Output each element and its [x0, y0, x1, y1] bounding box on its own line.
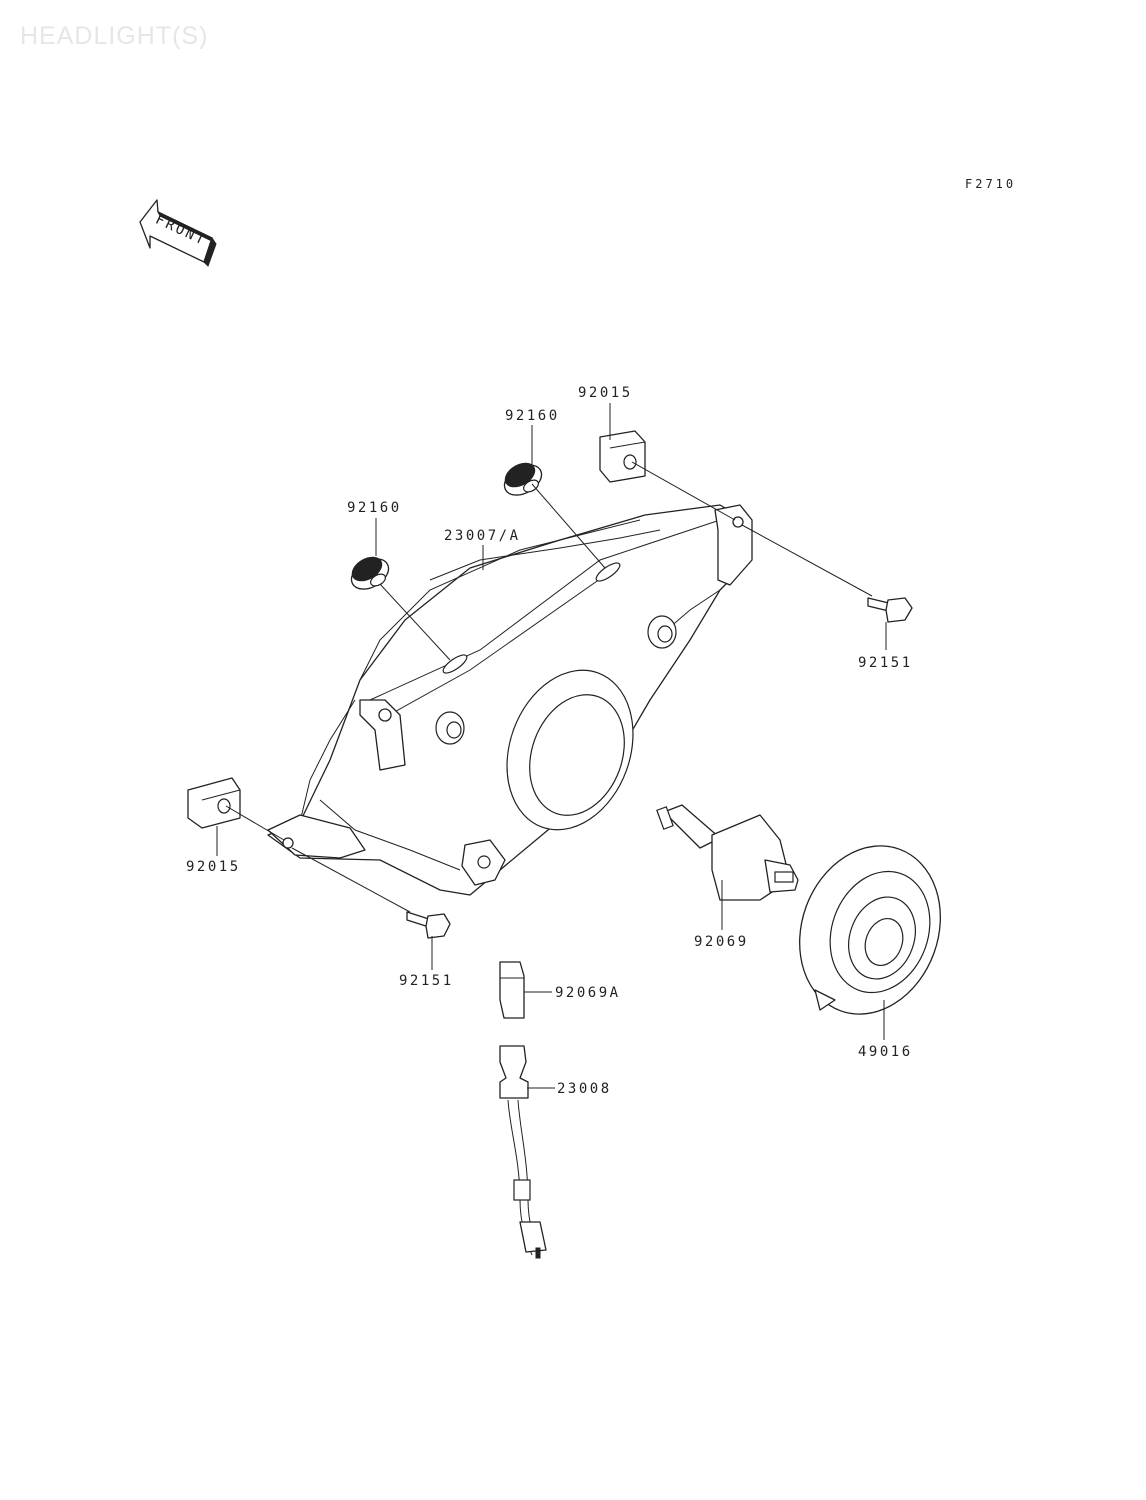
- part-labels: 92015 92160 92160 23007/A 92151 92015 92…: [186, 385, 913, 1097]
- label-23007-A: 23007/A: [444, 528, 521, 544]
- label-23008: 23008: [557, 1081, 612, 1097]
- label-92069: 92069: [694, 934, 749, 950]
- figure-code: F2710: [965, 177, 1017, 191]
- clip-92015-top: [599, 430, 646, 483]
- bulb-92069: [656, 804, 799, 901]
- front-arrow-icon: FRONT: [139, 199, 217, 267]
- label-92069A: 92069A: [555, 985, 621, 1001]
- grommet-92160-left: [350, 556, 390, 590]
- label-49016: 49016: [858, 1044, 913, 1060]
- cover-49016: [799, 845, 941, 1015]
- label-92015-top: 92015: [578, 385, 633, 401]
- label-92160-right: 92160: [505, 408, 560, 424]
- label-92160-left: 92160: [347, 500, 402, 516]
- bolt-92151-right: [867, 597, 913, 623]
- grommet-92160-right: [503, 462, 543, 496]
- socket-23008: [499, 1045, 547, 1259]
- clip-92015-left: [187, 777, 241, 829]
- label-92015-left: 92015: [186, 859, 241, 875]
- label-92151-bottom: 92151: [399, 973, 454, 989]
- page-title: HEADLIGHT(S): [20, 22, 209, 50]
- bulb-92069A: [499, 961, 525, 1019]
- bolt-92151-bottom: [406, 911, 451, 939]
- label-92151-right: 92151: [858, 655, 913, 671]
- leader-lines: [216, 403, 887, 1089]
- headlight-housing: [267, 504, 753, 896]
